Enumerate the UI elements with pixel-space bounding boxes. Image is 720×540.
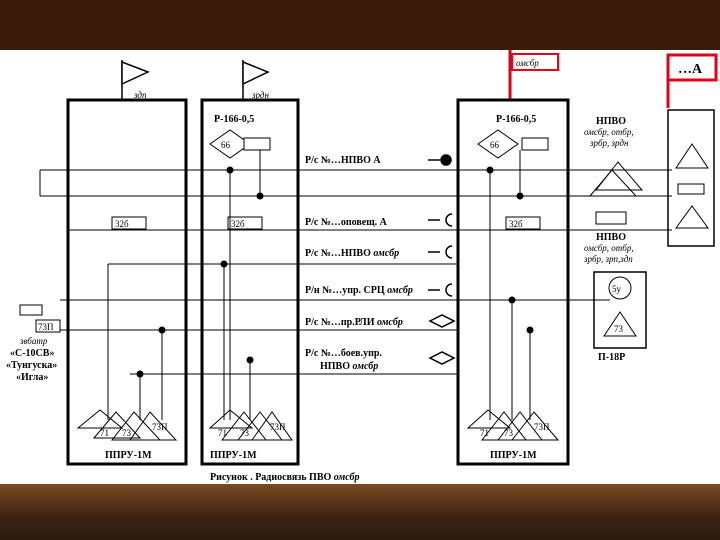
svg-text:66: 66 — [490, 140, 500, 150]
svg-text:омсбр, отбр,: омсбр, отбр, — [584, 127, 634, 137]
flag-icon — [242, 60, 270, 86]
svg-text:П-18Р: П-18Р — [598, 352, 625, 363]
svg-text:32б: 32б — [231, 219, 245, 229]
flag-icon — [121, 60, 150, 86]
svg-text:Р-166-0,5: Р-166-0,5 — [214, 114, 254, 125]
svg-text:омсбр, отбр,: омсбр, отбр, — [584, 243, 634, 253]
svg-text:«С-10СВ»: «С-10СВ» — [10, 348, 54, 359]
left-unit: 73П звбатр «С-10СВ» «Тунгуска» «Игла» — [6, 304, 61, 383]
svg-text:71: 71 — [480, 428, 489, 438]
svg-text:73П: 73П — [534, 422, 550, 432]
top-right-box-label: …А — [678, 62, 703, 77]
svg-text:73: 73 — [614, 324, 624, 334]
svg-text:«Игла»: «Игла» — [16, 372, 48, 383]
svg-text:73: 73 — [504, 428, 514, 438]
svg-text:НПВО омсбр: НПВО омсбр — [320, 361, 378, 372]
svg-text:Р/с №…боев.упр.: Р/с №…боев.упр. — [305, 348, 382, 359]
svg-text:73: 73 — [122, 428, 132, 438]
column-3: Р-166-0,5 66 32б 71 73 73П ППРУ-1М — [456, 98, 570, 466]
svg-text:5у: 5у — [612, 284, 622, 294]
svg-text:омсбр: омсбр — [516, 58, 539, 68]
figure-caption: Рисунок . Радиосвязь ПВО омсбр — [210, 472, 360, 483]
svg-text:Р/с №…НПВО А: Р/с №…НПВО А — [305, 155, 381, 166]
svg-text:73П: 73П — [38, 322, 54, 332]
svg-text:зрбр, зрдн: зрбр, зрдн — [589, 138, 629, 148]
svg-text:здп: здп — [133, 90, 147, 100]
junction-dots — [136, 166, 534, 378]
top-decor-band — [0, 0, 720, 50]
svg-text:зрбр, зрп,здп: зрбр, зрп,здп — [583, 254, 633, 264]
right-stations: НПВО омсбр, отбр, зрбр, зрдн НПВО омсбр,… — [583, 109, 715, 363]
svg-text:71: 71 — [218, 428, 227, 438]
net-labels: Р/с №…НПВО А Р/с №…оповещ. А Р/с №…НПВО … — [305, 155, 413, 372]
svg-text:Р/с №…пр.РЛИ омсбр: Р/с №…пр.РЛИ омсбр — [305, 317, 403, 328]
svg-text:73П: 73П — [152, 422, 168, 432]
svg-text:ППРУ-1М: ППРУ-1М — [490, 450, 537, 461]
svg-text:66: 66 — [221, 140, 231, 150]
svg-text:71: 71 — [100, 428, 109, 438]
column-2: зрдн Р-166-0,5 66 32б 71 73 73П ППРУ-1М — [200, 60, 300, 466]
svg-text:ППРУ-1М: ППРУ-1М — [105, 450, 152, 461]
bottom-decor-band — [0, 484, 720, 540]
red-frame — [508, 50, 718, 108]
svg-text:73П: 73П — [270, 422, 286, 432]
column-1: здп 32б 71 73 73П ППРУ-1М — [66, 60, 188, 466]
svg-text:«Тунгуска»: «Тунгуска» — [6, 360, 57, 371]
svg-text:Р/с №…НПВО омсбр: Р/с №…НПВО омсбр — [305, 248, 399, 259]
flag-omsbr: омсбр — [511, 53, 559, 71]
net-lines — [39, 150, 672, 420]
connector-icons — [428, 154, 456, 365]
svg-text:ППРУ-1М: ППРУ-1М — [210, 450, 257, 461]
svg-text:Р-166-0,5: Р-166-0,5 — [496, 114, 536, 125]
svg-text:зрдн: зрдн — [251, 90, 269, 100]
svg-text:НПВО: НПВО — [596, 116, 626, 127]
svg-text:НПВО: НПВО — [596, 232, 626, 243]
svg-text:Р/с №…оповещ. А: Р/с №…оповещ. А — [305, 217, 388, 228]
svg-text:73: 73 — [240, 428, 250, 438]
svg-text:Р/н №…упр. СРЦ омсбр: Р/н №…упр. СРЦ омсбр — [305, 285, 413, 296]
svg-text:звбатр: звбатр — [19, 336, 48, 346]
svg-text:32б: 32б — [509, 219, 523, 229]
svg-text:32б: 32б — [115, 219, 129, 229]
